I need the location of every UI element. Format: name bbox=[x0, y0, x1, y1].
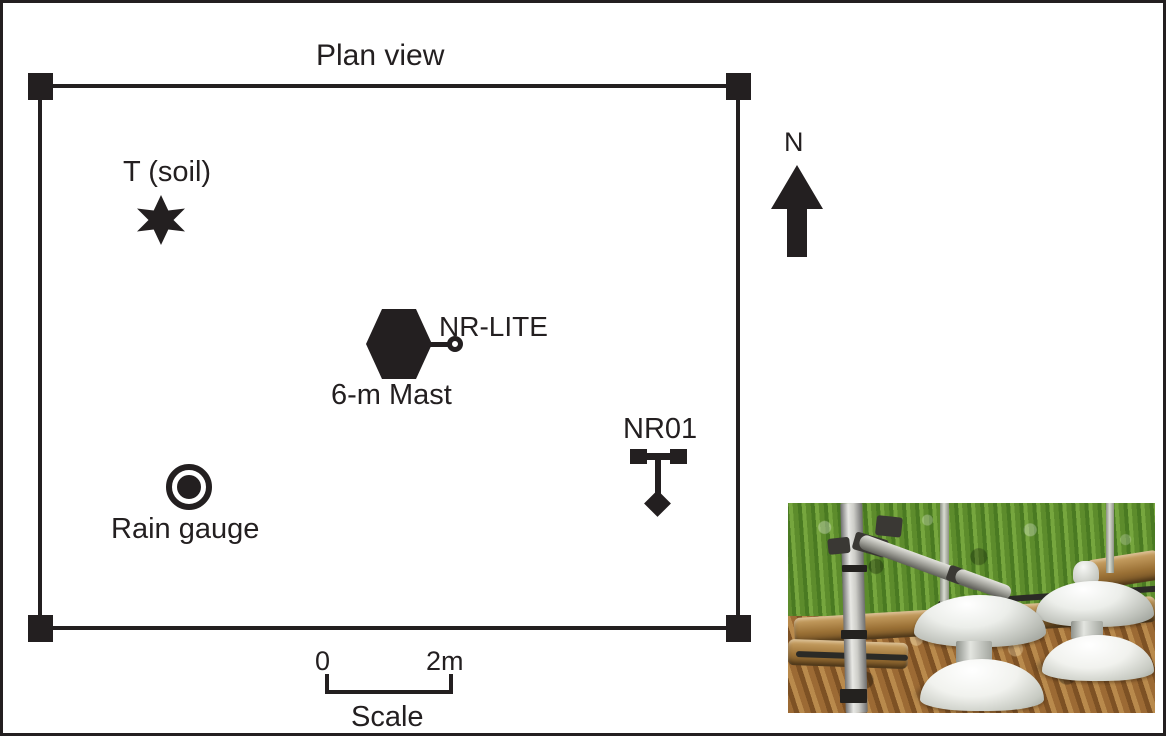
scale-caption: Scale bbox=[351, 701, 424, 733]
nr01-diamond bbox=[644, 490, 671, 517]
photo-background-post-2 bbox=[1106, 503, 1114, 573]
field-photo bbox=[788, 503, 1155, 713]
plan-frame-top bbox=[41, 84, 738, 88]
corner-marker-top-right bbox=[726, 73, 751, 100]
nr-lite-label: NR-LITE bbox=[439, 311, 548, 342]
corner-marker-bottom-left bbox=[28, 615, 53, 642]
scale-tick-end bbox=[449, 674, 453, 692]
nr01-label: NR01 bbox=[623, 413, 698, 445]
photo-radiometer-dome-front bbox=[914, 595, 1046, 647]
photo-background-post-1 bbox=[940, 503, 949, 621]
scale-tick-start bbox=[325, 674, 329, 692]
photo-mast-base-band bbox=[840, 689, 867, 703]
photo-front-neck bbox=[956, 641, 992, 663]
scale-bar-line bbox=[325, 690, 453, 694]
six-pointed-star-icon bbox=[137, 195, 185, 245]
scale-end-label: 2m bbox=[426, 646, 464, 676]
mast-label: 6-m Mast bbox=[331, 379, 452, 411]
rain-gauge-label: Rain gauge bbox=[111, 513, 260, 545]
photo-mast-fitting bbox=[827, 536, 851, 555]
photo-rear-neck bbox=[1071, 621, 1103, 639]
plan-frame-right bbox=[736, 85, 740, 628]
photo-mast-band-lower bbox=[841, 630, 867, 639]
photo-mast-band-upper bbox=[842, 565, 867, 572]
nr-lite-arm bbox=[427, 342, 451, 347]
scale-start-label: 0 bbox=[315, 646, 331, 676]
nr-lite-sensor-icon bbox=[447, 336, 463, 352]
photo-radiometer-dome-rear bbox=[1036, 581, 1154, 627]
photo-arm-bracket-top bbox=[874, 515, 903, 538]
north-arrow-icon bbox=[771, 165, 823, 257]
mast-hexagon-icon bbox=[366, 309, 432, 379]
plan-frame-left bbox=[38, 85, 42, 628]
compass-label: N bbox=[784, 127, 804, 157]
plan-frame-bottom bbox=[41, 626, 738, 630]
corner-marker-top-left bbox=[28, 73, 53, 100]
t-soil-label: T (soil) bbox=[123, 156, 212, 188]
page-title: Plan view bbox=[316, 39, 445, 72]
rain-gauge-icon bbox=[166, 464, 212, 510]
corner-marker-bottom-right bbox=[726, 615, 751, 642]
nr01-stem bbox=[655, 455, 661, 499]
